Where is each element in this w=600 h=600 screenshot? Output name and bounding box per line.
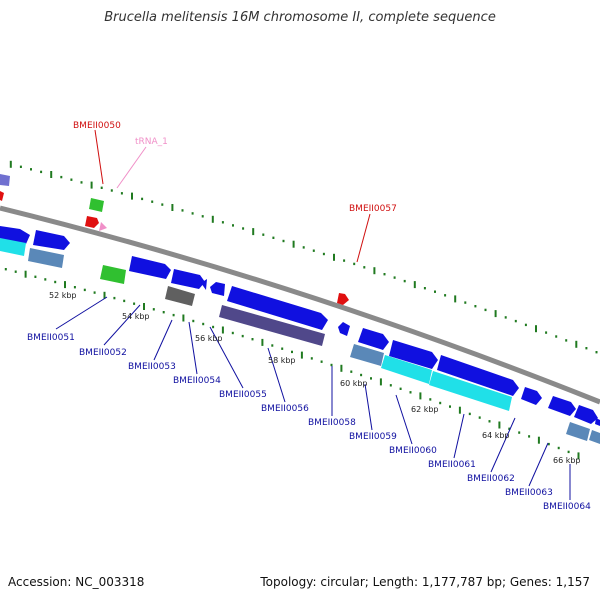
cds-bmeii0059-a[interactable] [358, 328, 389, 350]
gene-label-bmeii0054[interactable]: BMEII0054 [173, 376, 221, 386]
cds-bmeii0064-d[interactable] [595, 418, 600, 426]
tick-label: 66 kbp [553, 456, 581, 465]
tick-label: 60 kbp [340, 379, 368, 388]
cds-bmeii0055-b[interactable] [219, 305, 325, 346]
feature-bmeii0050-green[interactable] [89, 198, 104, 212]
cds-edge-cyan[interactable] [0, 238, 26, 256]
cds-bmeii0051-b[interactable] [28, 248, 64, 268]
gene-label-trna-1[interactable]: tRNA_1 [135, 137, 168, 147]
gene-label-bmeii0064[interactable]: BMEII0064 [543, 502, 591, 512]
gene-label-bmeii0055[interactable]: BMEII0055 [219, 390, 267, 400]
feature-bmeii0057[interactable] [337, 293, 349, 305]
gene-label-bmeii0063[interactable]: BMEII0063 [505, 488, 553, 498]
cds-bmeii0059-b[interactable] [350, 344, 384, 366]
feature-trna-1[interactable] [99, 222, 107, 231]
gene-label-bmeii0053[interactable]: BMEII0053 [128, 362, 176, 372]
cds-bmeii0061[interactable] [437, 355, 519, 396]
gene-label-bmeii0059[interactable]: BMEII0059 [349, 432, 397, 442]
cds-bmeii0053-b[interactable] [171, 269, 205, 289]
tick-label: 62 kbp [411, 405, 439, 414]
cds-bmeii0054[interactable] [165, 286, 195, 306]
leader-lines [55, 129, 571, 500]
cds-bmeii0055-a[interactable] [210, 282, 225, 296]
cds-bmeii0053-c[interactable] [201, 279, 207, 290]
gene-label-bmeii0050[interactable]: BMEII0050 [73, 121, 121, 131]
gene-label-bmeii0051[interactable]: BMEII0051 [27, 333, 75, 343]
tick-label: 58 kbp [268, 356, 296, 365]
dotted-tracks [4, 160, 598, 460]
cds-bmeii0060-a[interactable] [389, 340, 438, 369]
cds-bmeii0064-c[interactable] [589, 430, 600, 444]
tick-label: 52 kbp [49, 291, 77, 300]
gene-label-bmeii0062[interactable]: BMEII0062 [467, 474, 515, 484]
feature-edge-red[interactable] [0, 191, 4, 201]
feature-edge-purple[interactable] [0, 174, 10, 186]
gene-labels-below: BMEII0051 BMEII0052 BMEII0053 BMEII0054 … [27, 333, 591, 512]
tick-label: 56 kbp [195, 334, 223, 343]
feature-bmeii0050[interactable] [85, 216, 99, 228]
cds-bmeii0053-a[interactable] [129, 256, 171, 279]
cds-bmeii0062[interactable] [429, 371, 512, 411]
tick-label: 54 kbp [122, 312, 150, 321]
chromosome-backbone [0, 205, 600, 405]
gene-label-bmeii0052[interactable]: BMEII0052 [79, 348, 127, 358]
tick-label: 64 kbp [482, 431, 510, 440]
cds-bmeii0058[interactable] [338, 322, 350, 336]
features-reverse [0, 226, 600, 444]
cds-bmeii0064-b[interactable] [566, 422, 590, 441]
gene-label-bmeii0056[interactable]: BMEII0056 [261, 404, 309, 414]
kbp-tick-labels: 52 kbp 54 kbp 56 kbp 58 kbp 60 kbp 62 kb… [49, 291, 581, 465]
cds-bmeii0063-b[interactable] [548, 396, 576, 416]
cds-bmeii0063-a[interactable] [521, 387, 542, 405]
map-title: Brucella melitensis 16M chromosome II, c… [104, 10, 496, 25]
gene-label-bmeii0058[interactable]: BMEII0058 [308, 418, 356, 428]
gene-labels-above: BMEII0050 tRNA_1 BMEII0057 [73, 121, 397, 214]
gene-label-bmeii0061[interactable]: BMEII0061 [428, 460, 476, 470]
cds-bmeii0052[interactable] [100, 265, 126, 284]
features-forward [0, 174, 349, 305]
cds-bmeii0056[interactable] [227, 286, 328, 330]
gene-label-bmeii0057[interactable]: BMEII0057 [349, 204, 397, 214]
cds-bmeii0051-a[interactable] [33, 230, 70, 250]
cds-bmeii0060-b[interactable] [381, 355, 432, 384]
gene-label-bmeii0060[interactable]: BMEII0060 [389, 446, 437, 456]
topology-text: Topology: circular; Length: 1,177,787 bp… [260, 575, 590, 589]
accession-text: Accession: NC_003318 [8, 575, 145, 589]
cds-bmeii0064-a[interactable] [574, 405, 598, 424]
